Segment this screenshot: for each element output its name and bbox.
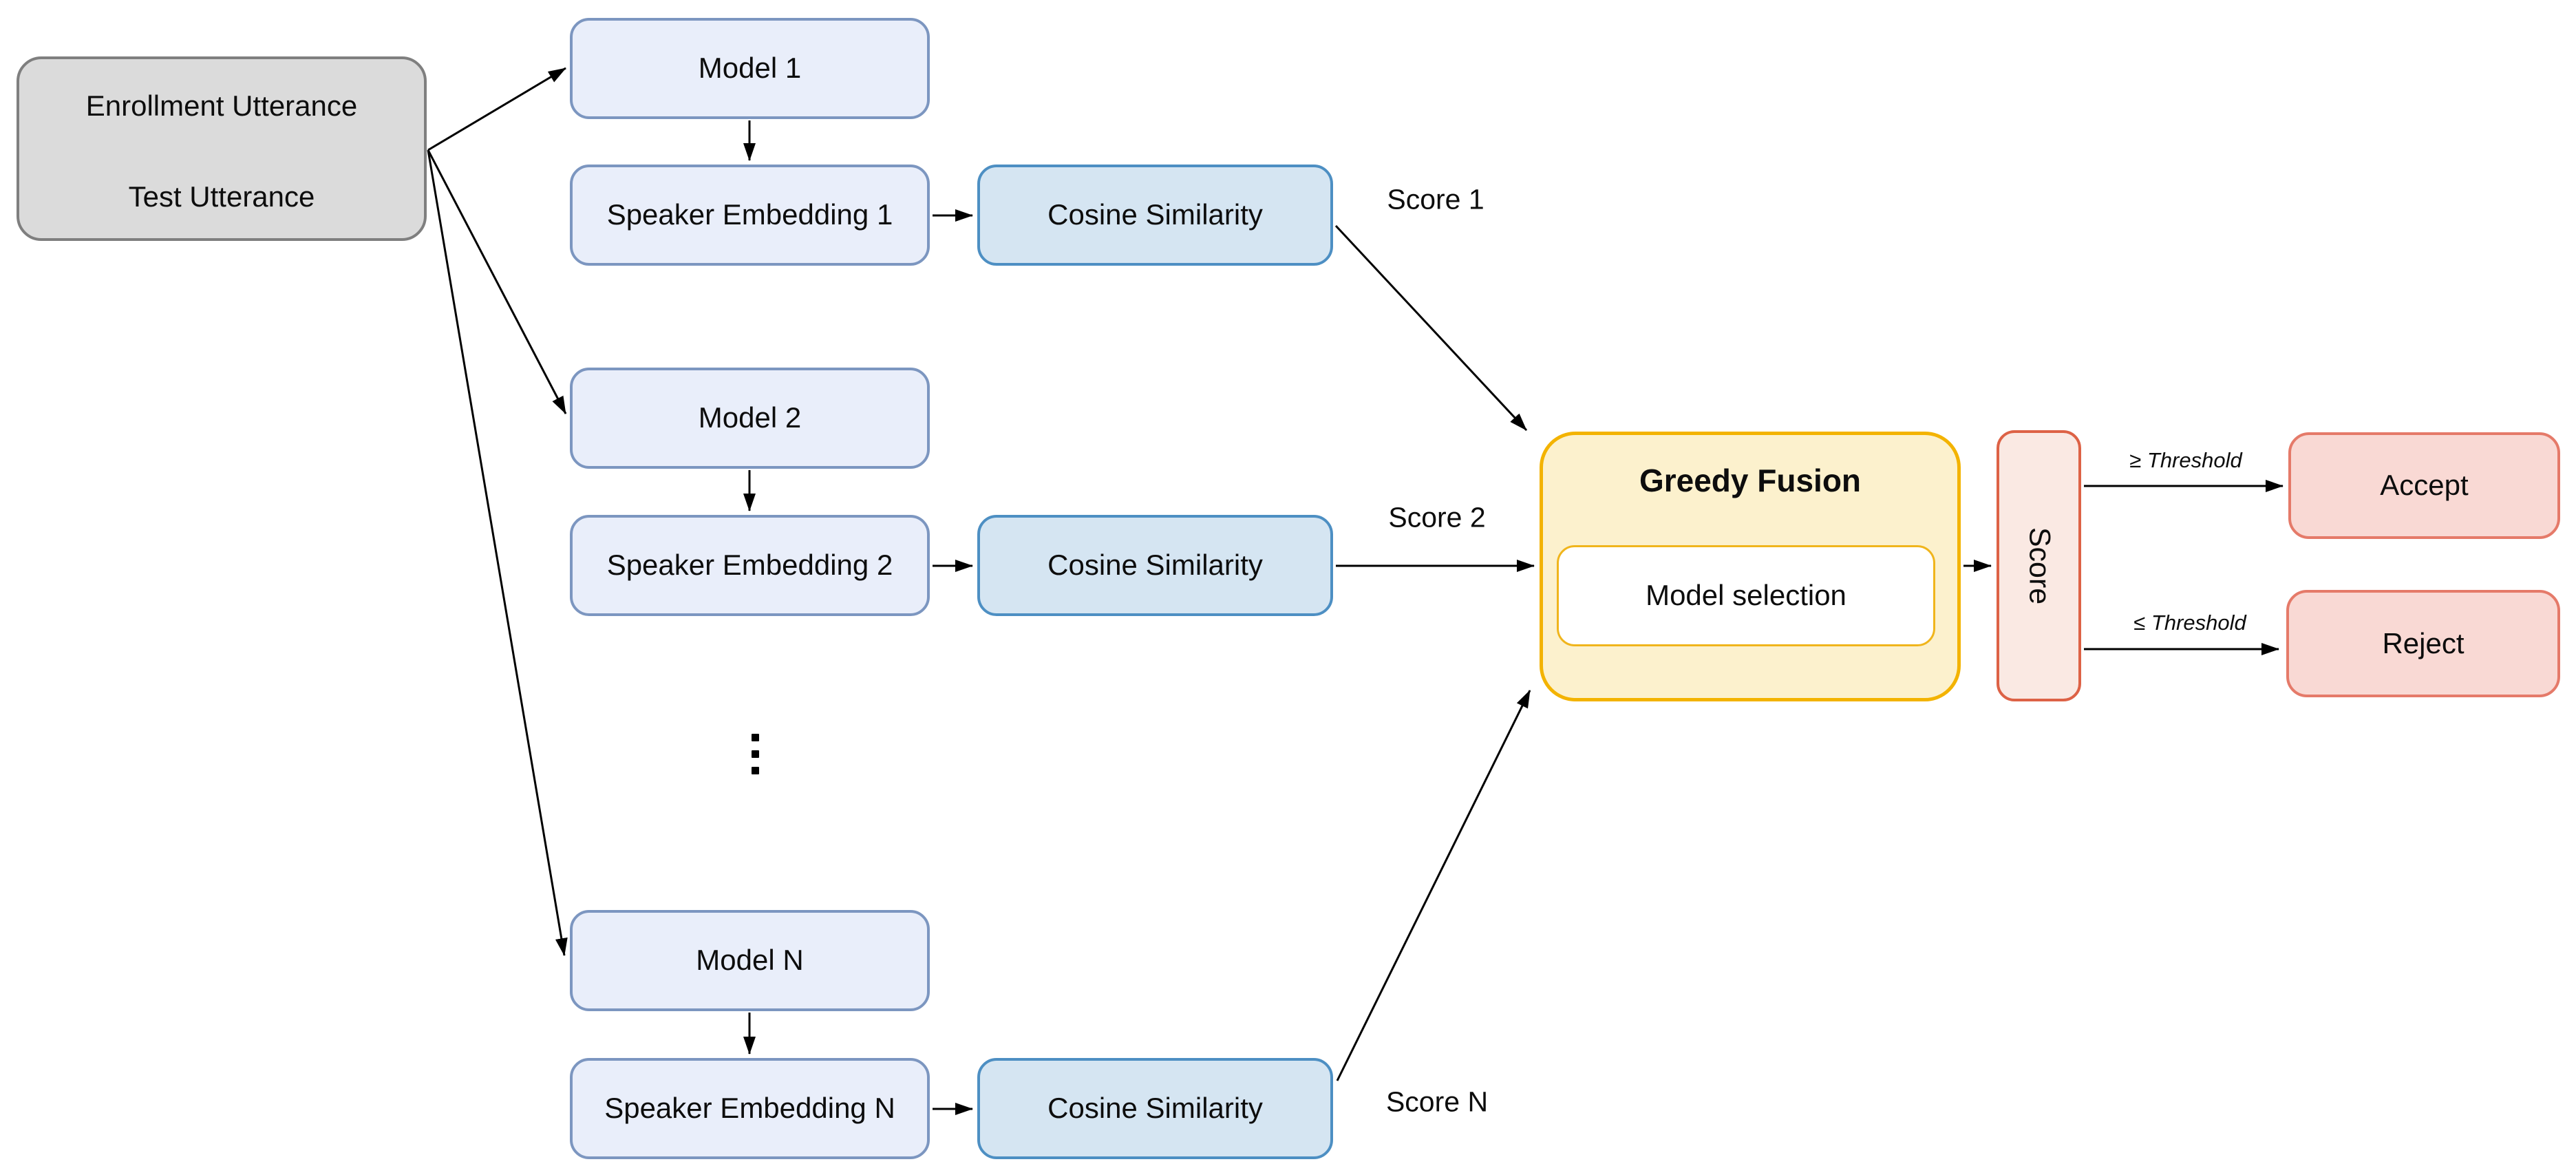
arrow-input-to-model-1 — [427, 67, 566, 151]
reject-threshold-label: ≤ Threshold — [2133, 611, 2246, 635]
model-2-box: Model 2 — [570, 368, 930, 469]
ellipsis-dot — [752, 767, 759, 774]
model-n-box: Model N — [570, 910, 930, 1011]
enrollment-utterance-label: Enrollment Utterance — [85, 89, 358, 122]
speaker-embedding-n-box: Speaker Embedding N — [570, 1058, 930, 1159]
cosine-similarity-n-box: Cosine Similarity — [977, 1058, 1333, 1159]
reject-box: Reject — [2286, 590, 2560, 697]
arrow-score1-to-fusion — [1334, 224, 1528, 432]
score-1-label: Score 1 — [1387, 183, 1484, 215]
speaker-embedding-2-box: Speaker Embedding 2 — [570, 515, 930, 616]
model-selection-box: Model selection — [1557, 545, 1935, 646]
arrow-input-to-model-n — [427, 149, 568, 956]
cosine-similarity-2-box: Cosine Similarity — [977, 515, 1333, 616]
ellipsis-dot — [752, 734, 759, 741]
vertical-ellipsis-icon — [752, 734, 760, 775]
speaker-embedding-1-box: Speaker Embedding 1 — [570, 165, 930, 266]
cosine-similarity-1-box: Cosine Similarity — [977, 165, 1333, 266]
score-2-label: Score 2 — [1388, 501, 1486, 533]
accept-threshold-label: ≥ Threshold — [2129, 448, 2242, 472]
arrow-input-to-model-2 — [427, 149, 567, 414]
score-box: Score — [1997, 430, 2081, 701]
test-utterance-label: Test Utterance — [128, 180, 315, 213]
arrow-scoren-to-fusion — [1336, 690, 1531, 1081]
score-label: Score — [2023, 527, 2056, 605]
input-utterance-box: Enrollment Utterance Test Utterance — [17, 56, 427, 241]
greedy-fusion-title: Greedy Fusion — [1639, 463, 1862, 498]
score-n-label: Score N — [1385, 1086, 1489, 1118]
accept-box: Accept — [2288, 432, 2560, 539]
model-1-box: Model 1 — [570, 18, 930, 119]
ellipsis-dot — [752, 750, 759, 758]
greedy-fusion-box: Greedy Fusion Model selection — [1540, 432, 1961, 701]
